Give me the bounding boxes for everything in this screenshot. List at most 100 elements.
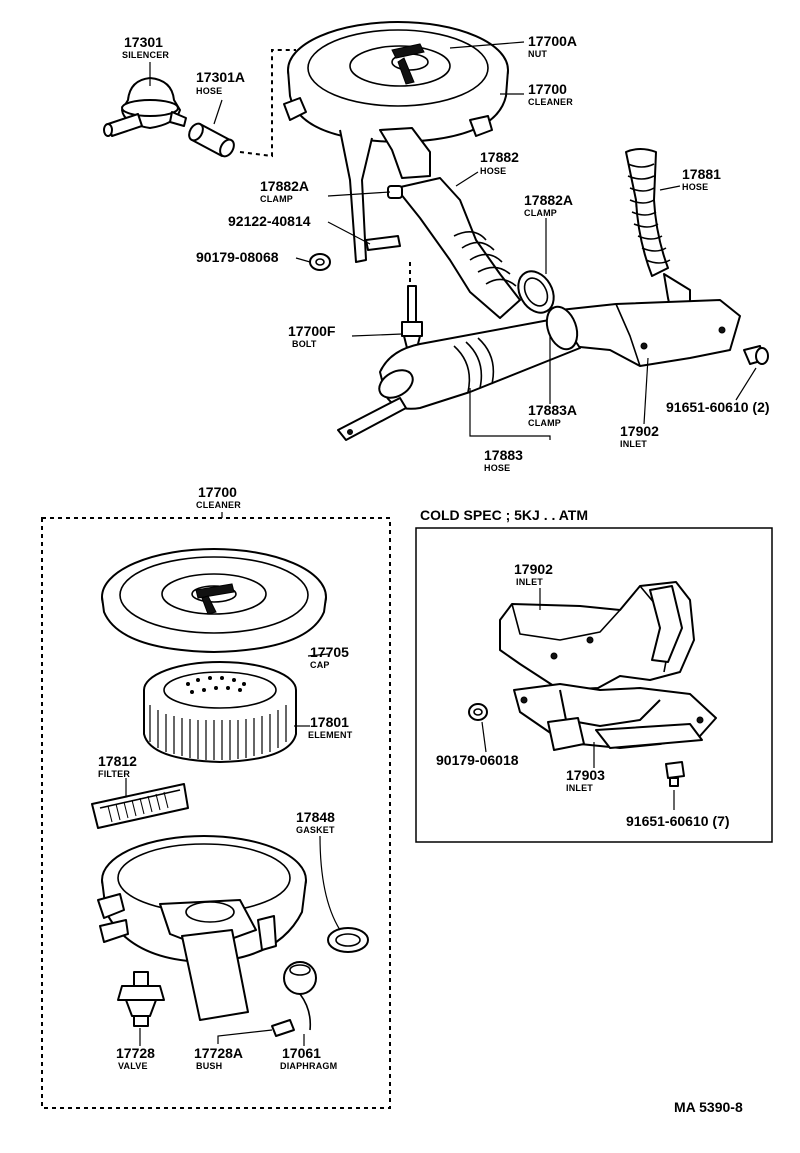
bush-part [271,1019,295,1037]
bolt-17700f-part [401,285,423,353]
svg-text:CLEANER: CLEANER [196,500,241,510]
svg-text:17700F: 17700F [288,323,336,339]
svg-text:17848: 17848 [296,809,335,825]
label-17700-mid: 17700 CLEANER [196,484,241,510]
label-91651-box: 91651-60610 (7) [626,813,730,829]
bolt-91651-part [743,345,769,365]
silencer-dashed-link [239,49,296,158]
clamp-left-part [387,185,403,199]
hose-17882-part [395,177,521,319]
cap-part [101,548,327,653]
cleaner-case-part [97,835,307,1021]
label-17902-box: 17902 INLET [514,561,553,587]
label-17881: 17881 HOSE [682,166,721,192]
silencer-part [103,77,187,137]
svg-text:CLAMP: CLAMP [528,418,561,428]
svg-text:HOSE: HOSE [682,182,708,192]
svg-text:17700A: 17700A [528,33,577,49]
label-17700a: 17700A NUT [528,33,577,59]
svg-text:17301A: 17301A [196,69,245,85]
label-17728a: 17728A BUSH [194,1045,243,1071]
svg-text:INLET: INLET [566,783,593,793]
svg-text:INLET: INLET [620,439,647,449]
svg-text:BUSH: BUSH [196,1061,222,1071]
silencer-hose-part [188,122,235,158]
svg-text:17902: 17902 [514,561,553,577]
svg-text:GASKET: GASKET [296,825,335,835]
svg-text:17812: 17812 [98,753,137,769]
svg-text:17883A: 17883A [528,402,577,418]
valve-part [117,971,165,1027]
label-90179-top: 90179-08068 [196,249,279,265]
air-cleaner-top-part [283,21,509,263]
svg-text:90179-08068: 90179-08068 [196,249,279,265]
svg-text:17903: 17903 [566,767,605,783]
cleaner-group-box [41,517,391,1109]
svg-text:17883: 17883 [484,447,523,463]
inlet-part [559,299,741,367]
diaphragm-part [283,961,317,1031]
element-part [143,661,297,763]
label-17700-top: 17700 CLEANER [528,81,573,107]
svg-text:17700: 17700 [528,81,567,97]
svg-text:92122-40814: 92122-40814 [228,213,311,229]
svg-text:17801: 17801 [310,714,349,730]
svg-text:17705: 17705 [310,644,349,660]
svg-text:17061: 17061 [282,1045,321,1061]
document-code: MA 5390-8 [674,1099,743,1115]
svg-text:VALVE: VALVE [118,1061,148,1071]
label-17882a-right: 17882A CLAMP [524,192,573,218]
svg-text:17882A: 17882A [524,192,573,208]
filter-part [91,783,189,829]
label-17705: 17705 CAP [310,644,349,670]
svg-text:HOSE: HOSE [484,463,510,473]
label-17883a: 17883A CLAMP [528,402,577,428]
svg-text:17882: 17882 [480,149,519,165]
label-17882a-left: 17882A CLAMP [260,178,309,204]
svg-text:17301: 17301 [124,34,163,50]
label-17301: 17301 SILENCER [122,34,169,60]
cold-spec-box [415,527,773,843]
cold-inlet-part [499,581,695,691]
svg-text:DIAPHRAGM: DIAPHRAGM [280,1061,337,1071]
label-17801: 17801 ELEMENT [308,714,353,740]
svg-text:90179-06018: 90179-06018 [436,752,519,768]
cold-spec-title: COLD SPEC ; 5KJ . . ATM [420,507,588,523]
cold-inlet-bracket-part [513,683,717,751]
svg-text:ELEMENT: ELEMENT [308,730,353,740]
label-17061: 17061 DIAPHRAGM [280,1045,337,1071]
label-17848: 17848 GASKET [296,809,335,835]
svg-text:17902: 17902 [620,423,659,439]
label-17882: 17882 HOSE [480,149,519,176]
svg-text:17700: 17700 [198,484,237,500]
svg-text:FILTER: FILTER [98,769,130,779]
svg-text:91651-60610 (7): 91651-60610 (7) [626,813,730,829]
svg-text:CLAMP: CLAMP [260,194,293,204]
clamp-17883a-part [545,305,579,351]
gasket-part [327,927,369,953]
svg-text:17881: 17881 [682,166,721,182]
svg-text:17882A: 17882A [260,178,309,194]
svg-text:NUT: NUT [528,49,547,59]
clamp-right-part [517,270,555,314]
label-17902-top: 17902 INLET [620,423,659,449]
label-17700f: 17700F BOLT [288,323,336,349]
label-17883: 17883 HOSE [484,447,523,473]
svg-text:17728: 17728 [116,1045,155,1061]
svg-text:INLET: INLET [516,577,543,587]
label-17812: 17812 FILTER [98,753,137,779]
svg-text:SILENCER: SILENCER [122,50,169,60]
svg-text:91651-60610 (2): 91651-60610 (2) [666,399,770,415]
label-17903: 17903 INLET [566,767,605,793]
label-92122: 92122-40814 [228,213,311,229]
cold-nut-part [468,703,488,721]
svg-text:17728A: 17728A [194,1045,243,1061]
label-17728: 17728 VALVE [116,1045,155,1071]
nut-part [309,253,331,271]
label-91651-top: 91651-60610 (2) [666,399,770,415]
hose-17883-part [337,317,581,441]
svg-text:CLAMP: CLAMP [524,208,557,218]
svg-text:HOSE: HOSE [196,86,222,96]
svg-text:CAP: CAP [310,660,330,670]
